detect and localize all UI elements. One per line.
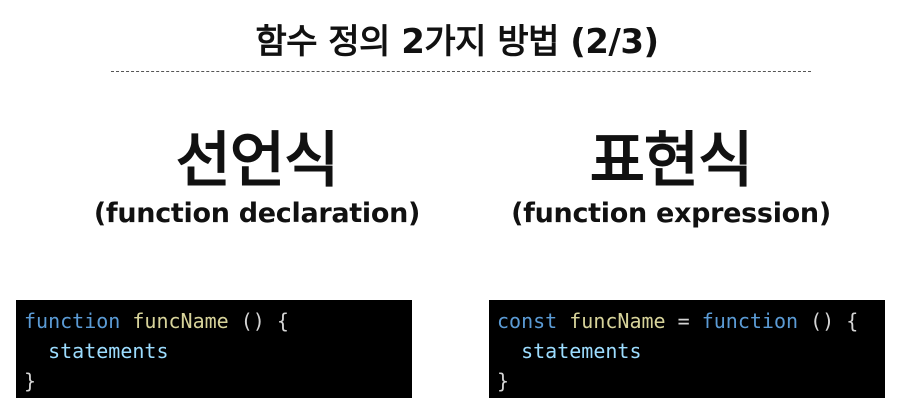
code-line: } — [497, 366, 885, 396]
code-line: statements — [497, 336, 885, 366]
expression-heading: 표현식 — [589, 126, 754, 196]
code-indent — [24, 339, 48, 363]
code-operator: = — [665, 309, 702, 333]
code-statements: statements — [48, 339, 169, 363]
declaration-subheading: (function declaration) — [93, 198, 421, 229]
code-keyword: function — [24, 309, 121, 333]
code-keyword: const — [497, 309, 558, 333]
code-function-name: funcName — [569, 309, 666, 333]
code-keyword: function — [701, 309, 799, 333]
code-indent — [497, 339, 521, 363]
code-line: const funcName = function () { — [497, 306, 885, 336]
code-statements: statements — [521, 339, 642, 363]
code-line: statements — [24, 336, 412, 366]
code-line: function funcName () { — [24, 306, 412, 336]
expression-subheading: (function expression) — [511, 198, 831, 229]
code-line: } — [24, 366, 412, 396]
expression-code-block: const funcName = function () { statement… — [489, 300, 885, 398]
code-punctuation: () { — [798, 309, 859, 333]
slide-title: 함수 정의 2가지 방법 (2/3) — [255, 22, 659, 62]
declaration-heading: 선언식 — [175, 126, 340, 196]
title-divider — [111, 71, 811, 72]
declaration-code-block: function funcName () { statements} — [16, 300, 412, 398]
code-closing-brace: } — [24, 369, 37, 393]
code-function-name: funcName — [132, 309, 229, 333]
code-punctuation: () { — [228, 309, 289, 333]
code-closing-brace: } — [497, 369, 510, 393]
